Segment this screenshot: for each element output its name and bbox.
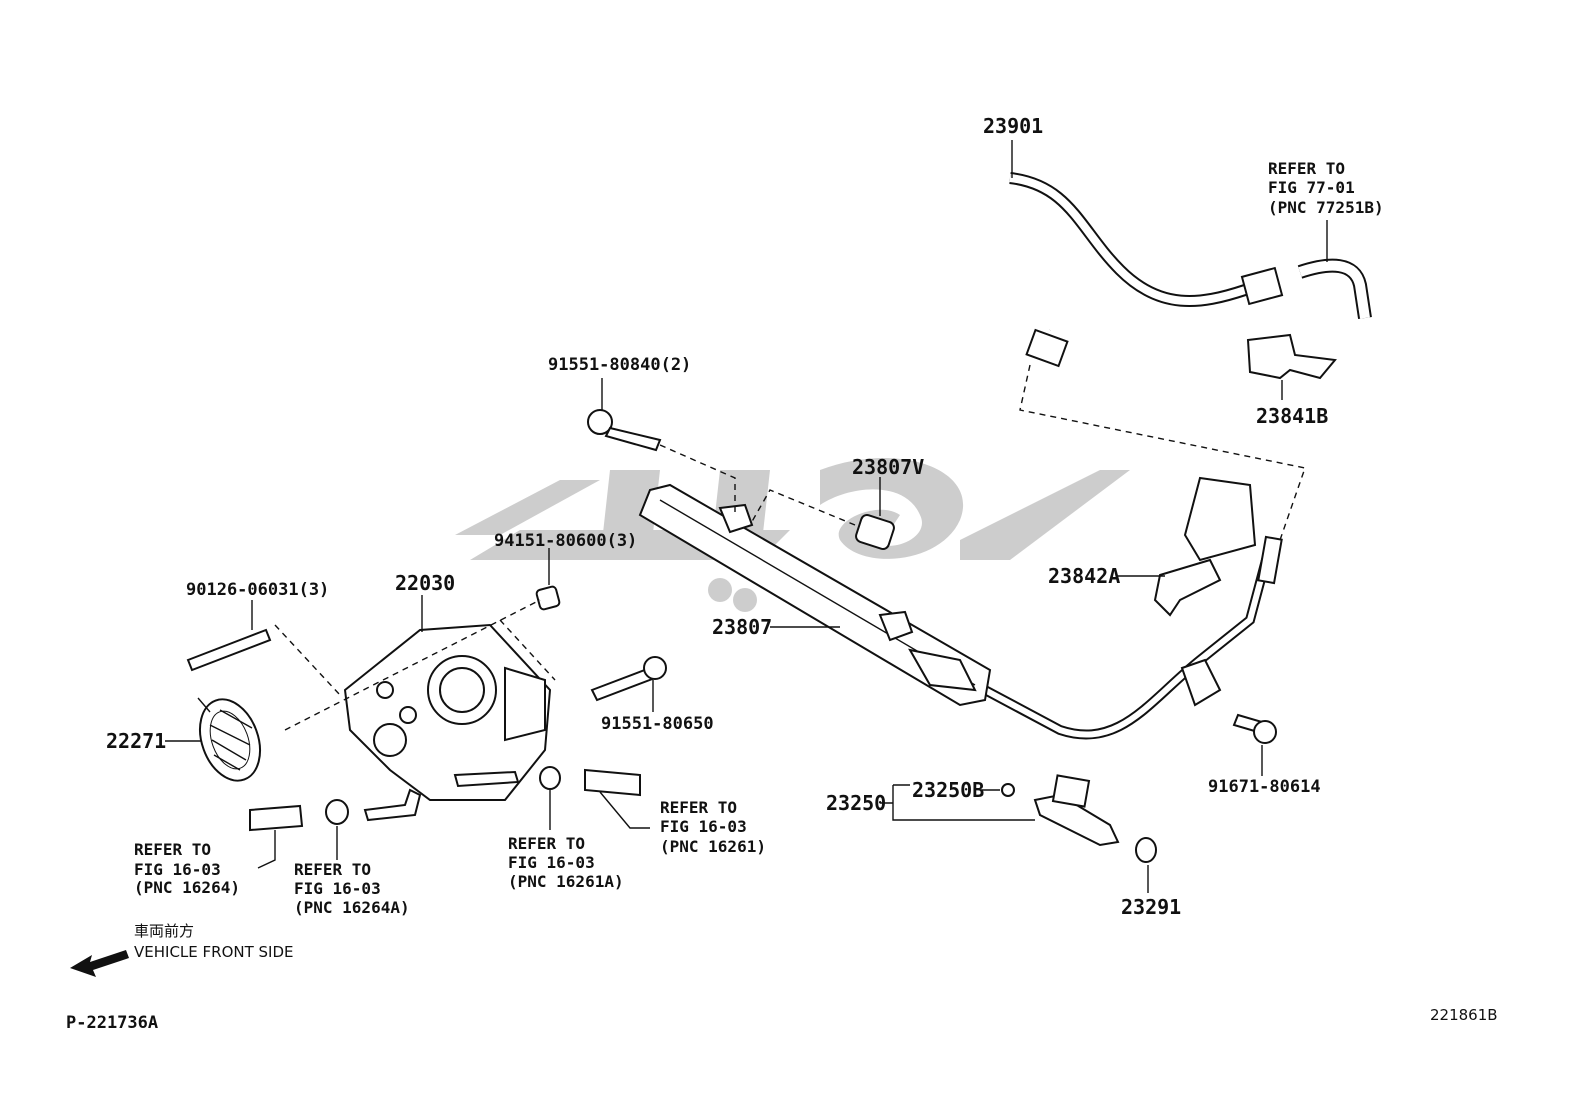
part-label-23901: 23901: [983, 114, 1043, 138]
bolt-91551-80840: [587, 378, 662, 452]
clamp-16264A: [325, 799, 349, 860]
clamp-16261A: [539, 766, 561, 830]
fuel-injector-23250: [1001, 774, 1157, 863]
dashed-guide-bolt-80840: [659, 444, 736, 512]
refer-16264A-line2: FIG 16-03: [294, 879, 381, 898]
nut-94151-80600: [535, 548, 561, 611]
refer-77251B-line1: REFER TO: [1268, 159, 1345, 178]
refer-16264-line2: FIG 16-03: [134, 860, 221, 879]
part-label-22271: 22271: [106, 729, 166, 753]
refer-16264-line1: REFER TO: [134, 840, 211, 859]
refer-16264A-line1: REFER TO: [294, 860, 371, 879]
fuel-rail-23807: [638, 483, 992, 707]
refer-16261A-line3: (PNC 16261A): [508, 872, 624, 891]
clip-23842A: [1153, 476, 1257, 617]
dashed-guide-throttle: [274, 599, 556, 731]
arrow-left-icon: [70, 950, 129, 977]
refer-16261A-line2: FIG 16-03: [508, 853, 595, 872]
figure-code: P-221736A: [66, 1013, 158, 1033]
refer-77251B-line2: FIG 77-01: [1268, 178, 1355, 197]
hose-stub-77251B: [1297, 220, 1372, 320]
part-label-22030: 22030: [395, 571, 455, 595]
bolt-91671-80614: [1232, 713, 1277, 776]
part-label-23807V: 23807V: [852, 455, 924, 479]
refer-16261-line3: (PNC 16261): [660, 837, 766, 856]
insulator-23807V: [855, 477, 895, 551]
part-label-90126-06031: 90126-06031(3): [186, 580, 329, 600]
stud-90126-06031: [186, 600, 272, 672]
leader-23250-bracket: [880, 784, 1035, 821]
clip-23841B: [1246, 333, 1337, 400]
bolt-91551-80650: [590, 656, 667, 712]
direction-label-japanese: 車両前方: [134, 922, 194, 940]
refer-16261A-line1: REFER TO: [508, 834, 585, 853]
refer-16264A-line3: (PNC 16264A): [294, 898, 410, 917]
direction-label-english: VEHICLE FRONT SIDE: [134, 943, 294, 961]
part-label-23250B: 23250B: [912, 778, 984, 802]
reference-code: 221861B: [1430, 1006, 1498, 1024]
throttle-body-22030: [343, 595, 552, 822]
part-label-23842A: 23842A: [1048, 564, 1120, 588]
fuel-hose-23901: [950, 140, 1284, 368]
hose-16261: [584, 768, 650, 829]
fuel-pipe: [982, 535, 1283, 740]
part-label-94151-80600: 94151-80600(3): [494, 531, 637, 551]
refer-77251B-line3: (PNC 77251B): [1268, 198, 1384, 217]
part-label-91551-80650: 91551-80650: [601, 714, 714, 734]
part-label-91671-80614: 91671-80614: [1208, 777, 1321, 797]
dashed-guide-hose: [1019, 364, 1306, 541]
refer-16264-line3: (PNC 16264): [134, 878, 240, 897]
part-label-23250: 23250: [826, 791, 886, 815]
part-label-23291: 23291: [1121, 895, 1181, 919]
part-label-23807: 23807: [712, 615, 772, 639]
part-label-23841B: 23841B: [1256, 404, 1328, 428]
gasket-22271: [197, 697, 261, 782]
refer-16261-line1: REFER TO: [660, 798, 737, 817]
dashed-guide-23807V: [749, 489, 856, 526]
refer-16261-line2: FIG 16-03: [660, 817, 747, 836]
hose-16264: [249, 804, 304, 869]
part-label-91551-80840: 91551-80840(2): [548, 355, 691, 375]
